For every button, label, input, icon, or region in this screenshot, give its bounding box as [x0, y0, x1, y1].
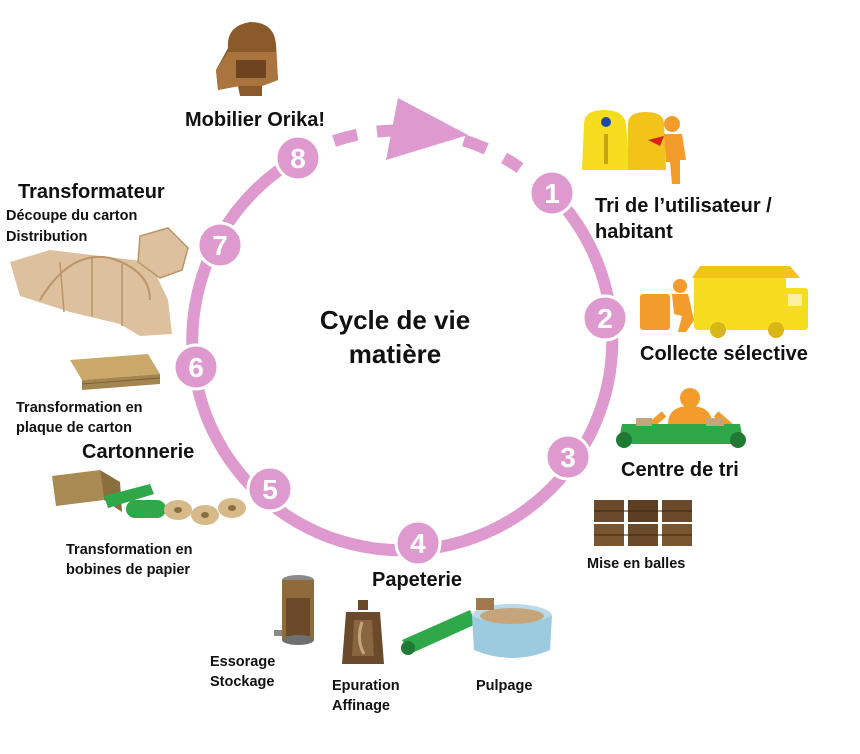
svg-text:3: 3 [560, 442, 576, 473]
step-8-title: Mobilier Orika! [185, 109, 325, 131]
cardboard-sheets-icon [70, 354, 161, 390]
step-8-marker: 8 [274, 134, 322, 182]
step-1-title-line1: Tri de l’utilisateur / [595, 195, 772, 217]
garbage-truck-icon [640, 266, 808, 338]
center-title-line1: Cycle de vie [320, 305, 470, 335]
svg-text:7: 7 [212, 230, 228, 261]
step-3-marker: 3 [544, 433, 592, 481]
cardboard-chair-icon [216, 22, 278, 96]
cardboard-cutout-icon [10, 227, 189, 336]
step-6-marker: 6 [172, 343, 220, 391]
step-5-marker: 5 [246, 465, 294, 513]
step-4-sub-epuration: Epuration [332, 678, 400, 694]
svg-text:4: 4 [410, 528, 426, 559]
step-4-sub-pulpage: Pulpage [476, 678, 532, 694]
step-7-marker: 7 [196, 221, 244, 269]
step-7-sub-line2: Distribution [6, 229, 87, 245]
paper-rolls-icon [52, 470, 246, 525]
sorting-conveyor-icon [616, 388, 746, 448]
step-4-title: Papeterie [372, 569, 462, 591]
pulper-tank-icon [401, 598, 552, 658]
cycle-ring [186, 152, 619, 557]
storage-tank-icon [274, 575, 314, 645]
cycle-arrowhead [386, 98, 468, 160]
purification-tank-icon [342, 600, 384, 664]
step-1-title-line2: habitant [595, 221, 673, 243]
svg-text:6: 6 [188, 352, 204, 383]
sorting-bins-icon [582, 110, 686, 184]
svg-text:8: 8 [290, 143, 306, 174]
step-4-sub-affinage: Affinage [332, 698, 390, 714]
center-title-line2: matière [349, 339, 442, 369]
svg-text:2: 2 [597, 303, 613, 334]
step-2-title: Collecte sélective [640, 343, 808, 365]
step-7-sub-line1: Découpe du carton [6, 208, 137, 224]
step-1-marker: 1 [528, 169, 576, 217]
step-3-title: Centre de tri [621, 459, 739, 481]
step-4-sub-essorage: Essorage [210, 654, 275, 670]
svg-text:1: 1 [544, 178, 560, 209]
step-4-marker: 4 [394, 519, 442, 567]
step-6-sub-line2: plaque de carton [16, 420, 132, 436]
step-7-title: Transformateur [18, 181, 165, 203]
step-6-sub-line1: Transformation en [16, 400, 143, 416]
step-4-sub-stockage: Stockage [210, 674, 274, 690]
step-5-sub-line2: bobines de papier [66, 562, 190, 578]
svg-text:5: 5 [262, 474, 278, 505]
cardboard-bales-icon [594, 500, 692, 546]
step-2-marker: 2 [581, 294, 629, 342]
step-3-sub: Mise en balles [587, 556, 685, 572]
step-5-title: Cartonnerie [82, 441, 194, 463]
step-5-sub-line1: Transformation en [66, 542, 193, 558]
